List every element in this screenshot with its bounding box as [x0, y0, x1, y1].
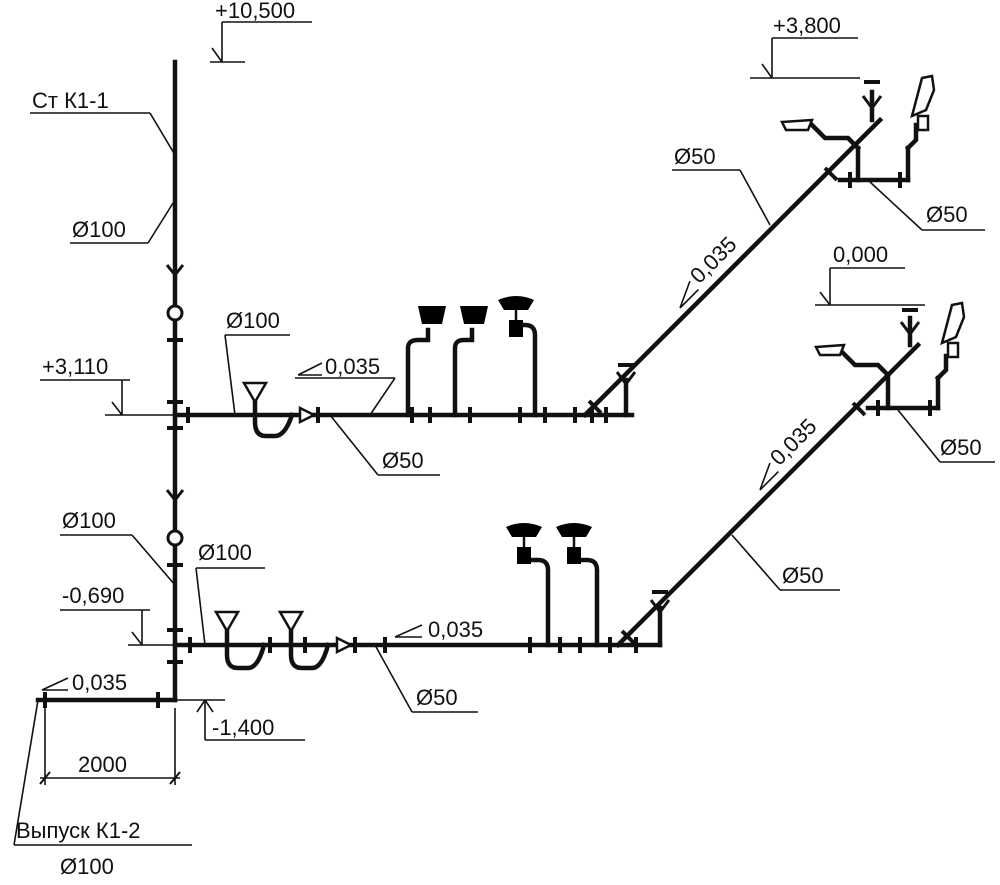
riser-stack	[165, 59, 185, 703]
floor2-end-d50-label: Ø50	[926, 202, 968, 227]
floor2-incline-d50-label: Ø50	[674, 144, 716, 169]
floor1-riser-d100-group: Ø100	[60, 508, 176, 586]
outlet-slope-label: 0,035	[72, 670, 127, 695]
floor2-inclined-branch	[581, 80, 919, 419]
floor1-horizontal-branch	[172, 557, 671, 671]
outlet-length-dimension: 2000	[39, 708, 181, 785]
floor2-slope-group: 0,035	[295, 354, 396, 416]
floor1-d50-label: Ø50	[416, 685, 458, 710]
floor2-wash-basin	[496, 294, 536, 339]
floor2-elevation-label: +3,110	[42, 354, 108, 379]
outlet-elevation-label: -1,400	[212, 715, 274, 740]
outlet-length-label: 2000	[78, 752, 127, 777]
floor2-upper-bathtub	[910, 74, 936, 132]
floor1-d100-label: Ø100	[198, 540, 252, 565]
floor2-d100-label: Ø100	[226, 308, 280, 333]
floor1-slope-label: 0,035	[428, 617, 483, 642]
floor2-upper-sink	[780, 118, 814, 132]
floor1-slope-group: 0,035	[394, 617, 483, 642]
elevation-mark-upper-branch: +3,800	[750, 13, 860, 79]
floor2-toilet-1	[418, 306, 446, 324]
floor2-toilet-2	[460, 306, 488, 324]
elevation-lower-branch-label: 0,000	[833, 242, 888, 267]
floor1-end-d50-label: Ø50	[940, 435, 982, 460]
riser-diameter-label: Ø100	[72, 217, 126, 242]
floor1-incline-d50-label: Ø50	[782, 563, 824, 588]
floor2-incline-slope-label: 0,035	[685, 232, 742, 289]
outlet-slope-group: 0,035	[41, 670, 127, 695]
floor2-incline-d50-group: Ø50	[672, 144, 771, 226]
floor1-end-d50-group: Ø50	[897, 409, 995, 463]
elevation-upper-branch-label: +3,800	[773, 13, 841, 38]
floor2-slope-label: 0,035	[325, 354, 380, 379]
floor1-d100-group: Ø100	[195, 540, 265, 646]
floor1-upper-bathtub	[940, 301, 966, 359]
floor1-incline-slope-label: 0,035	[765, 414, 822, 471]
outlet-elevation-mark: -1,400	[175, 699, 305, 741]
floor2-d50-label: Ø50	[382, 448, 424, 473]
elevation-mark-top: +10,500	[210, 0, 312, 63]
outlet-name-label: Выпуск К1-2	[16, 818, 141, 843]
floor1-inclined-branch	[614, 308, 949, 649]
floor2-d50-group: Ø50	[329, 414, 440, 476]
floor1-incline-d50-group: Ø50	[731, 534, 840, 591]
floor2-d100-group: Ø100	[224, 308, 290, 416]
riser-label-group: Ст К1-1	[30, 88, 176, 156]
floor1-elevation-mark: -0,690	[60, 583, 175, 646]
floor2-horizontal-branch	[172, 322, 637, 439]
elevation-top-label: +10,500	[215, 0, 295, 23]
floor1-elevation-label: -0,690	[62, 583, 124, 608]
floor1-d50-group: Ø50	[374, 644, 478, 713]
floor1-riser-d100-label: Ø100	[62, 508, 116, 533]
outlet-name-group: Выпуск К1-2 Ø100	[13, 699, 192, 879]
outlet-diameter-label: Ø100	[60, 854, 114, 879]
floor2-elevation-mark: +3,110	[40, 354, 175, 416]
outlet-pipe	[35, 692, 178, 708]
floor2-end-d50-group: Ø50	[869, 181, 985, 231]
riser-label: Ст К1-1	[32, 88, 109, 113]
floor1-upper-sink	[814, 343, 846, 357]
riser-diameter-group: Ø100	[70, 199, 176, 244]
elevation-mark-lower-branch: 0,000	[815, 242, 925, 306]
